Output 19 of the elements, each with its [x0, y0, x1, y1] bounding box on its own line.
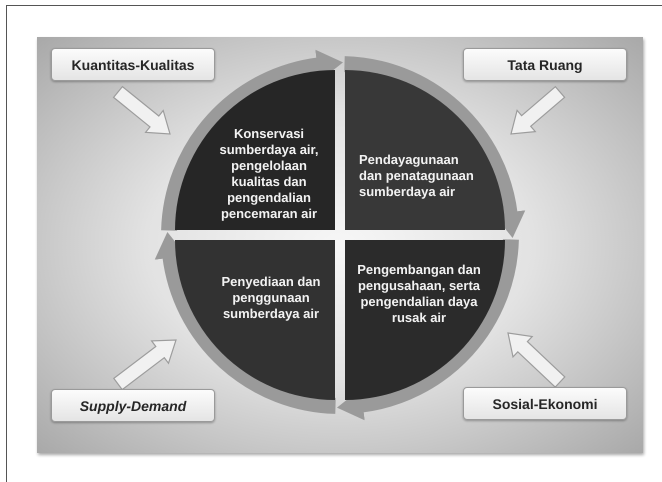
block-arrow — [507, 332, 566, 388]
quadrant-text: Pengembangan dan pengusahaan, serta pengendalian daya rusak air — [356, 262, 482, 326]
quadrant-text: Penyediaan dan penggunaan sumberdaya air — [220, 274, 322, 322]
circular-arrow — [337, 238, 519, 420]
label-box — [51, 389, 215, 422]
quadrant-text: Konservasi sumberdaya air, pengelolaan kualitas dan pengendalian pencemaran air — [218, 126, 320, 222]
box-label: Sosial-Ekonomi — [492, 396, 598, 412]
label-box — [463, 387, 627, 420]
box-label: Supply-Demand — [80, 398, 186, 414]
label-box — [51, 48, 215, 81]
circular-arrow — [161, 50, 343, 232]
label-box — [463, 48, 627, 81]
quadrant-text: Pendayagunaan dan penatagunaan sumberdaya air — [359, 152, 475, 200]
box-label: Kuantitas-Kualitas — [72, 56, 194, 72]
circular-arrow — [154, 232, 336, 414]
block-arrow — [112, 86, 171, 135]
block-arrow — [510, 86, 566, 135]
block-arrow — [112, 339, 177, 390]
box-label: Tata Ruang — [507, 56, 583, 72]
